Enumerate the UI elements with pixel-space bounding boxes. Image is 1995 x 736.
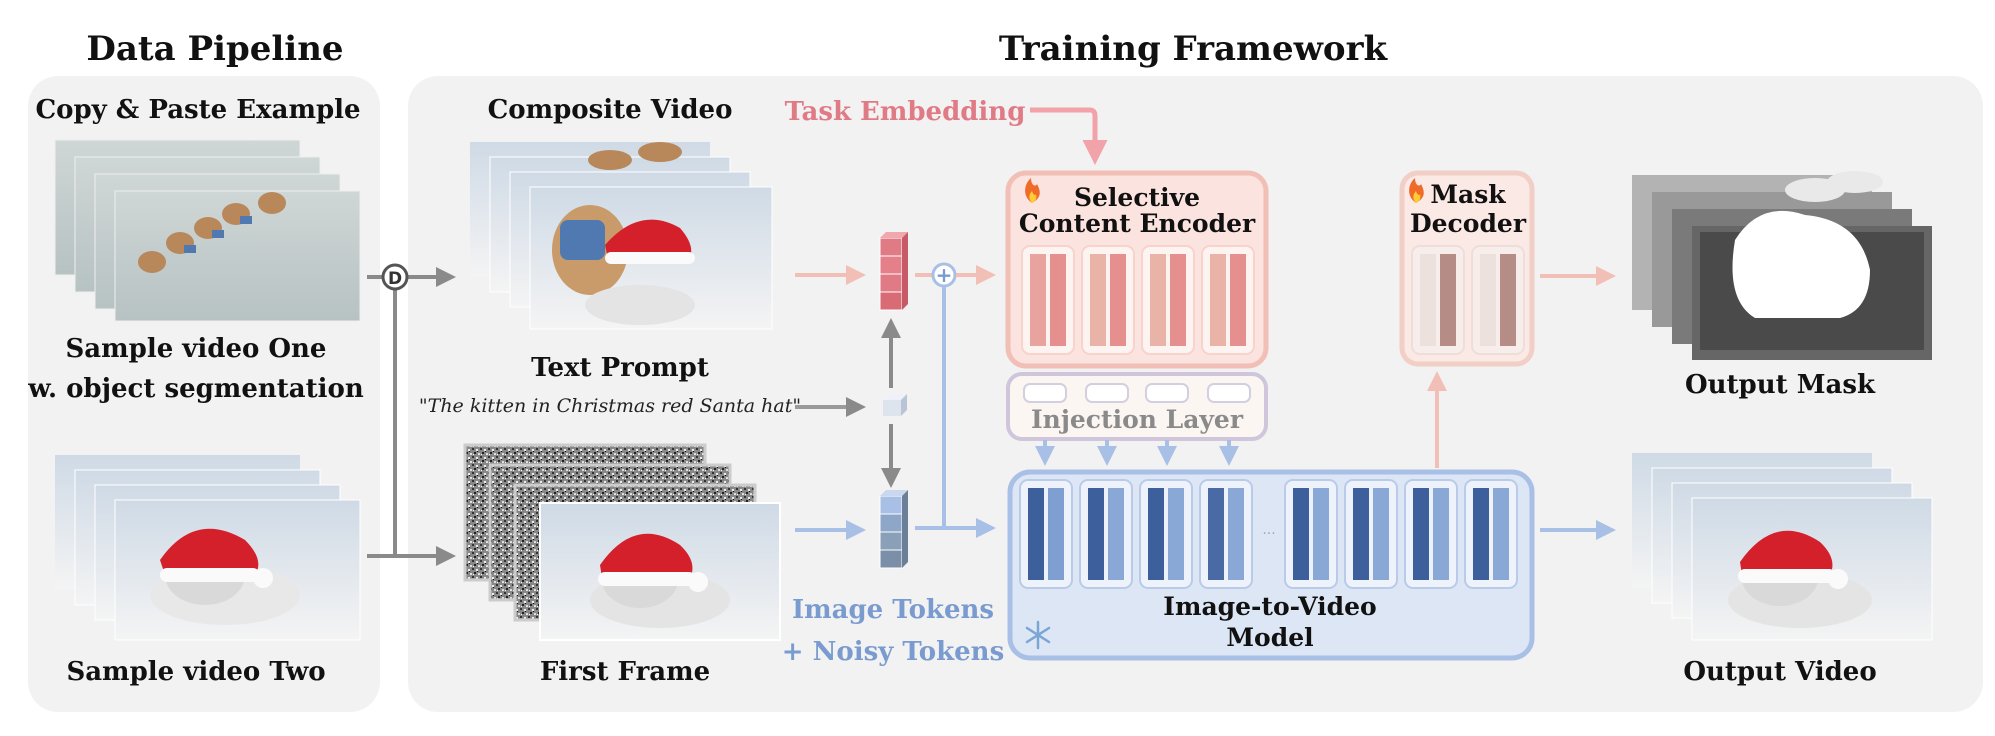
composite-token-stack [879,232,908,311]
i2v-blocks [1019,479,1518,589]
injection-arrows [1035,440,1239,466]
text-prompt: "The kitten in Christmas red Santa hat" [419,395,801,417]
sample-one-frames [54,139,361,322]
first-frame-label: First Frame [540,657,710,687]
decoder-title-line1: Mask [1430,180,1506,209]
training-framework-title: Training Framework [999,29,1389,69]
pipeline-connectors [367,267,456,566]
task-embedding-label: Task Embedding [785,97,1026,127]
encoder-title-line1: Selective [1074,183,1200,212]
d-badge [381,263,409,291]
plus-sign: + [936,263,953,287]
sample-one-sublabel: w. object segmentation [27,374,364,404]
encoder-flame-icon [1025,178,1040,203]
output-video-frames [1632,453,1933,641]
encoder-blocks [1021,245,1255,355]
i2v-ellipsis: ··· [1262,526,1275,542]
tokens-label-line1: Image Tokens [792,595,994,625]
output-video-label: Output Video [1683,657,1876,687]
plus-junction [931,262,957,288]
task-embedding-arrow [1030,107,1108,165]
sample-two-label: Sample video Two [66,657,325,687]
encoder-title-line2: Content Encoder [1019,209,1256,238]
output-mask-label: Output Mask [1685,370,1876,400]
snowflake-icon [1025,620,1051,650]
i2v-title-line1: Image-to-Video [1163,592,1376,621]
i2v-title-line2: Model [1226,623,1313,652]
injection-layer [1006,372,1268,441]
sample-two-frames [55,455,361,641]
first-frame-image [539,502,781,641]
object-segmentation [138,192,286,273]
text-prompt-title: Text Prompt [531,353,709,383]
output-mask-frames [1632,171,1932,360]
decoder-title-line2: Decoder [1410,209,1527,238]
sample-one-label: Sample video One [66,334,327,364]
composite-video-title: Composite Video [488,95,733,125]
decoder-flame-icon [1409,178,1424,203]
image-token-stack [879,490,908,569]
copy-paste-title: Copy & Paste Example [35,95,360,125]
decoder-blocks [1411,245,1525,355]
injection-layer-label: Injection Layer [1031,405,1244,434]
composite-video-frames [470,142,773,330]
text-token-cube [883,394,907,416]
tokens-label-line2: + Noisy Tokens [782,637,1004,667]
d-badge-label: D [388,269,402,289]
data-pipeline-title: Data Pipeline [86,29,343,69]
